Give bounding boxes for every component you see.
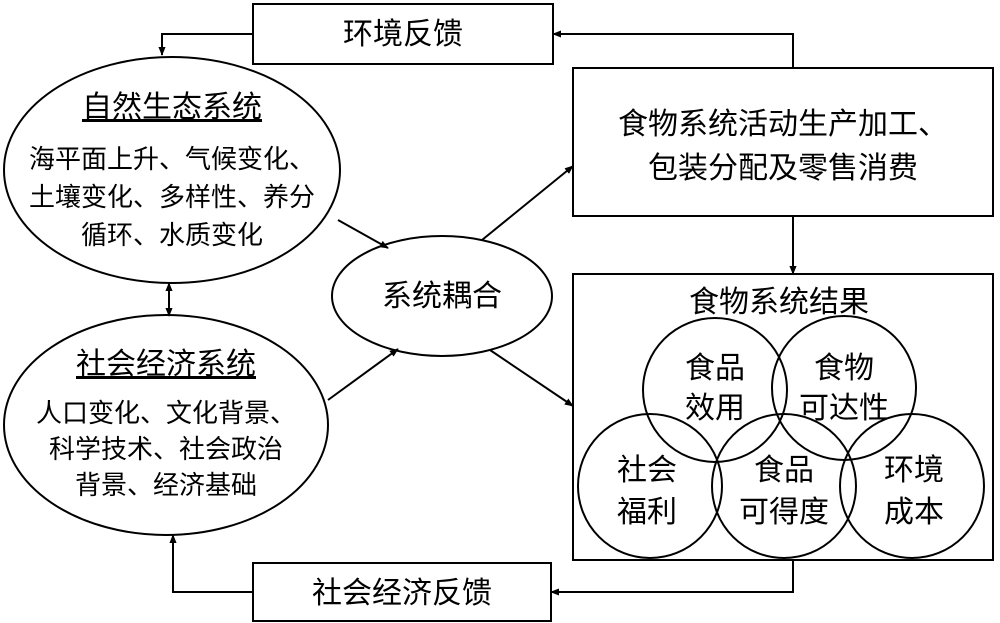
food-outcomes-title: 食物系统结果	[689, 285, 869, 320]
socioeconomic-system-title: 社会经济系统	[76, 347, 256, 382]
socioeconomic-system-line-2: 科学技术、社会政治	[49, 435, 283, 465]
arrow-activities-to-environment-feedback	[552, 30, 794, 68]
food-activities-box	[572, 67, 994, 217]
outcome-circle-food-utility	[642, 317, 788, 463]
outcome-environmental-cost-line-1: 环境	[884, 453, 944, 488]
food-activities-line-2: 包装分配及零售消费	[648, 151, 918, 186]
outcome-food-access-line-2: 可达性	[799, 391, 889, 426]
natural-ecosystem-title: 自然生态系统	[82, 90, 262, 125]
socioeconomic-feedback-label: 社会经济反馈	[312, 576, 492, 611]
natural-ecosystem-line-2: 土壤变化、多样性、养分	[29, 183, 315, 213]
outcome-food-availability-line-2: 可得度	[739, 495, 829, 530]
environment-feedback-label: 环境反馈	[343, 17, 463, 52]
outcome-circle-social-welfare	[577, 413, 723, 559]
arrow-coupling-to-outcomes	[489, 349, 574, 407]
arrow-outcomes-to-socioeconomic-feedback	[550, 560, 794, 596]
environment-feedback-box	[252, 3, 554, 65]
system-coupling-label: 系统耦合	[382, 279, 502, 314]
natural-ecosystem-line-1: 海平面上升、气候变化、	[29, 145, 315, 175]
outcome-social-welfare-line-2: 福利	[617, 495, 677, 530]
food-activities-line-1: 食物系统活动生产加工、	[618, 107, 948, 142]
arrow-natural-to-coupling	[337, 219, 389, 249]
socioeconomic-system-line-1: 人口变化、文化背景、	[36, 399, 296, 429]
outcome-food-access-line-1: 食物	[814, 351, 874, 386]
socioeconomic-system-line-3: 背景、经济基础	[75, 471, 257, 501]
outcome-social-welfare-line-1: 社会	[617, 453, 677, 488]
outcome-food-utility-line-2: 效用	[685, 391, 745, 426]
outcome-food-availability-line-1: 食品	[754, 453, 814, 488]
outcome-circle-food-availability	[711, 413, 857, 559]
arrow-socioeconomic-to-coupling	[327, 348, 399, 401]
arrow-environment-feedback-to-natural	[158, 33, 253, 56]
arrow-coupling-to-activities	[481, 165, 574, 241]
outcome-environmental-cost-line-2: 成本	[884, 495, 944, 530]
outcome-food-utility-line-1: 食品	[685, 351, 745, 386]
natural-ecosystem-line-3: 循环、水质变化	[81, 221, 263, 251]
arrow-socioeconomic-feedback-to-socioeconomic	[169, 534, 253, 593]
outcome-circle-environmental-cost	[839, 413, 985, 559]
food-outcomes-box	[572, 273, 994, 561]
system-coupling-ellipse	[331, 235, 553, 357]
